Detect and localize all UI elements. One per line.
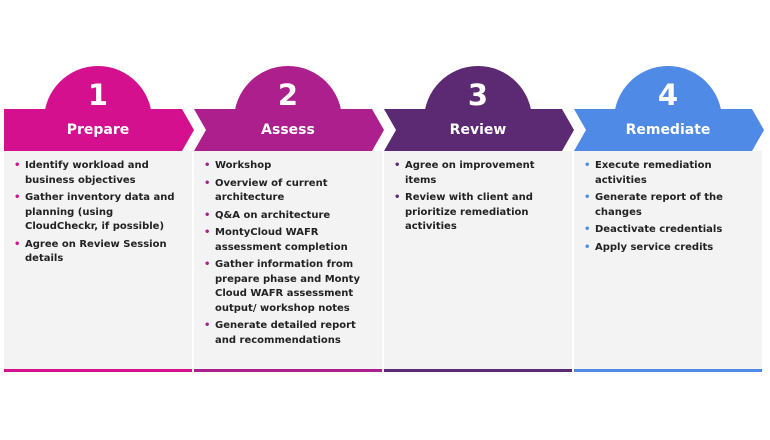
step-header-arrow	[194, 109, 384, 151]
bullet-icon: •	[204, 320, 211, 331]
list-item: •Apply service credits	[584, 241, 756, 256]
step-title: Prepare	[66, 122, 130, 138]
step-underline	[4, 369, 192, 372]
step-header-arrow	[4, 109, 194, 151]
step-item-list: •Execute remediation activities •Generat…	[574, 151, 762, 255]
list-item: •Gather inventory data and planning (usi…	[14, 192, 175, 232]
step-title: Review	[449, 122, 507, 138]
arrow-shape	[4, 109, 194, 151]
bullet-icon: •	[584, 224, 591, 235]
bullet-icon: •	[204, 160, 211, 171]
step-assess: 2 Assess •Workshop •Overview of current …	[194, 66, 384, 374]
list-item: •Q&A on architecture	[204, 209, 376, 224]
bullet-icon: •	[204, 227, 211, 238]
list-item: •Execute remediation activities	[584, 160, 712, 186]
bullet-icon: •	[14, 238, 21, 250]
arrow-shape	[574, 109, 764, 151]
bullet-icon: •	[394, 192, 401, 203]
list-item: •Identify workload and business objectiv…	[14, 160, 149, 186]
bullet-icon: •	[584, 160, 591, 171]
bullet-icon: •	[204, 209, 211, 221]
step-body: •Identify workload and business objectiv…	[4, 151, 192, 369]
step-underline	[194, 369, 382, 372]
step-prepare: 1 Prepare •Identify workload and busines…	[4, 66, 194, 374]
bullet-icon: •	[14, 192, 21, 203]
bullet-icon: •	[204, 177, 211, 189]
step-body: •Execute remediation activities •Generat…	[574, 151, 762, 369]
list-item: •Overview of current architecture	[204, 177, 328, 204]
list-item: •Generate report of the changes	[584, 192, 723, 218]
bullet-icon: •	[14, 160, 21, 171]
step-body: •Workshop •Overview of current architect…	[194, 151, 382, 369]
step-review: 3 Review •Agree on improvement items •Re…	[384, 66, 574, 374]
bullet-icon: •	[394, 160, 401, 171]
arrow-shape	[194, 109, 384, 151]
step-header-arrow	[574, 109, 764, 151]
step-underline	[574, 369, 762, 372]
step-header-arrow	[384, 109, 574, 151]
step-body: •Agree on improvement items •Review with…	[384, 151, 572, 369]
step-item-list: •Identify workload and business objectiv…	[4, 151, 192, 267]
step-item-list: •Workshop •Overview of current architect…	[194, 151, 382, 348]
list-item: •Workshop	[204, 159, 376, 174]
step-item-list: •Agree on improvement items •Review with…	[384, 151, 572, 235]
step-underline	[384, 369, 572, 372]
list-item: •Agree on improvement items	[394, 160, 535, 186]
list-item: •MontyCloud WAFR assessment completion	[204, 227, 348, 253]
step-remediate: 4 Remediate •Execute remediation activit…	[574, 66, 764, 374]
step-title: Remediate	[625, 122, 711, 138]
list-item: •Review with client and prioritize remed…	[394, 192, 533, 232]
list-item: •Agree on Review Session details	[14, 238, 167, 265]
list-item: •Generate detailed report and recommenda…	[204, 320, 356, 346]
arrow-shape	[384, 109, 574, 151]
bullet-icon: •	[584, 241, 591, 253]
step-title: Assess	[261, 122, 315, 138]
bullet-icon: •	[204, 259, 211, 270]
bullet-icon: •	[584, 192, 591, 203]
list-item: •Gather information from prepare phase a…	[204, 259, 360, 314]
list-item: •Deactivate credentials	[584, 223, 756, 238]
